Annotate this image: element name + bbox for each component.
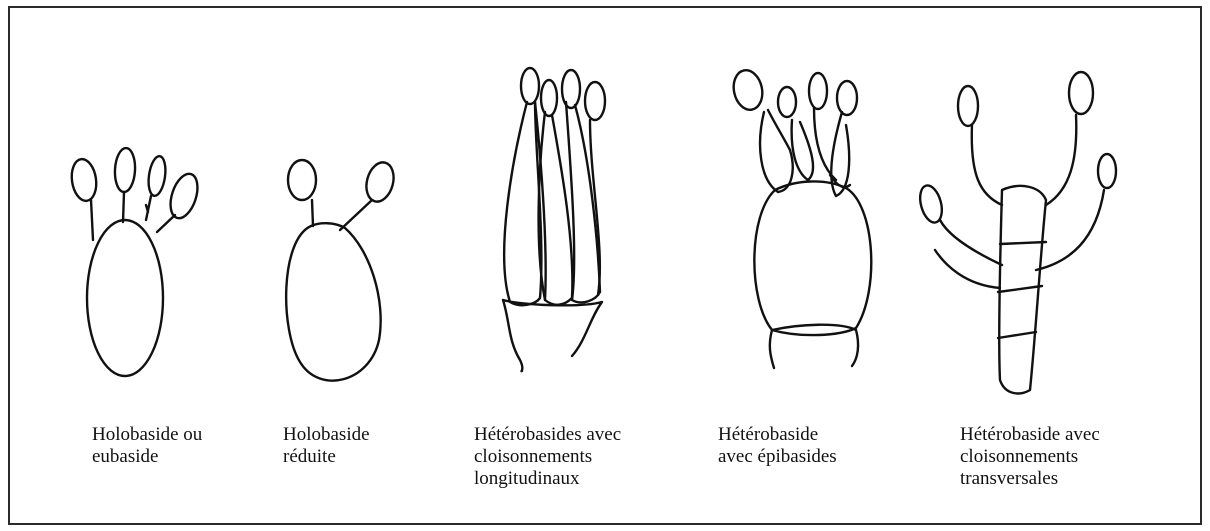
cell [504,102,541,305]
spore [541,80,557,116]
epibasidium [814,108,836,180]
caption-heterobasides-longitudinaux: Hétérobasides avec cloisonnements longit… [474,424,621,490]
septum [998,332,1036,338]
caption-line: Holobaside ou [92,424,202,446]
hypobasidium [754,181,871,335]
spore [916,183,945,225]
sterigma [146,196,151,220]
spore [778,87,796,117]
spore [585,82,605,120]
caption-heterobaside-transversales: Hétérobaside avec cloisonnements transve… [960,424,1100,490]
caption-heterobaside-epibasides: Hétérobaside avec épibasides [718,424,837,468]
sterigma [312,200,313,226]
caption-holobaside: Holobaside ou eubaside [92,424,202,468]
septum [1000,242,1046,244]
epibasidium [1046,115,1076,205]
spore [521,68,539,104]
caption-line: longitudinaux [474,468,621,490]
basal-cell [503,300,602,371]
caption-line: avec épibasides [718,446,837,468]
spore [1098,154,1116,188]
basidium-body [286,223,381,380]
spore [288,160,316,200]
sterigma [340,200,372,230]
caption-line: transversales [960,468,1100,490]
holobaside-reduite-drawing [286,159,398,380]
spore [362,159,397,204]
heterobaside-epibasides-drawing [730,68,871,368]
heterobaside-transversal-drawing [916,72,1116,393]
caption-holobaside-reduite: Holobaside réduite [283,424,370,468]
spore [562,70,580,108]
caption-line: Hétérobasides avec [474,424,621,446]
spore [809,73,827,109]
spore [146,155,167,197]
spore [958,86,978,126]
epibasidium [760,110,793,192]
epibasidium [935,250,1000,288]
spore [1069,72,1093,114]
spore [69,158,99,203]
caption-line: réduite [283,446,370,468]
septum [998,286,1042,292]
holobaside-drawing [69,148,202,376]
sterigma [123,192,124,222]
basidium-body [87,220,163,376]
spore [837,81,857,115]
spore [114,148,136,193]
spore [730,68,766,113]
epibasidium [972,125,1002,205]
epibasidium [940,220,1002,265]
caption-line: Hétérobaside [718,424,837,446]
caption-line: Holobaside [283,424,370,446]
caption-line: cloisonnements [474,446,621,468]
caption-line: Hétérobaside avec [960,424,1100,446]
sterigma [91,200,93,240]
heterobaside-longitudinal-drawing [503,68,605,371]
sterigma [157,215,175,232]
spore [165,170,202,221]
epibasidium [792,120,813,180]
caption-line: eubaside [92,446,202,468]
caption-line: cloisonnements [960,446,1100,468]
